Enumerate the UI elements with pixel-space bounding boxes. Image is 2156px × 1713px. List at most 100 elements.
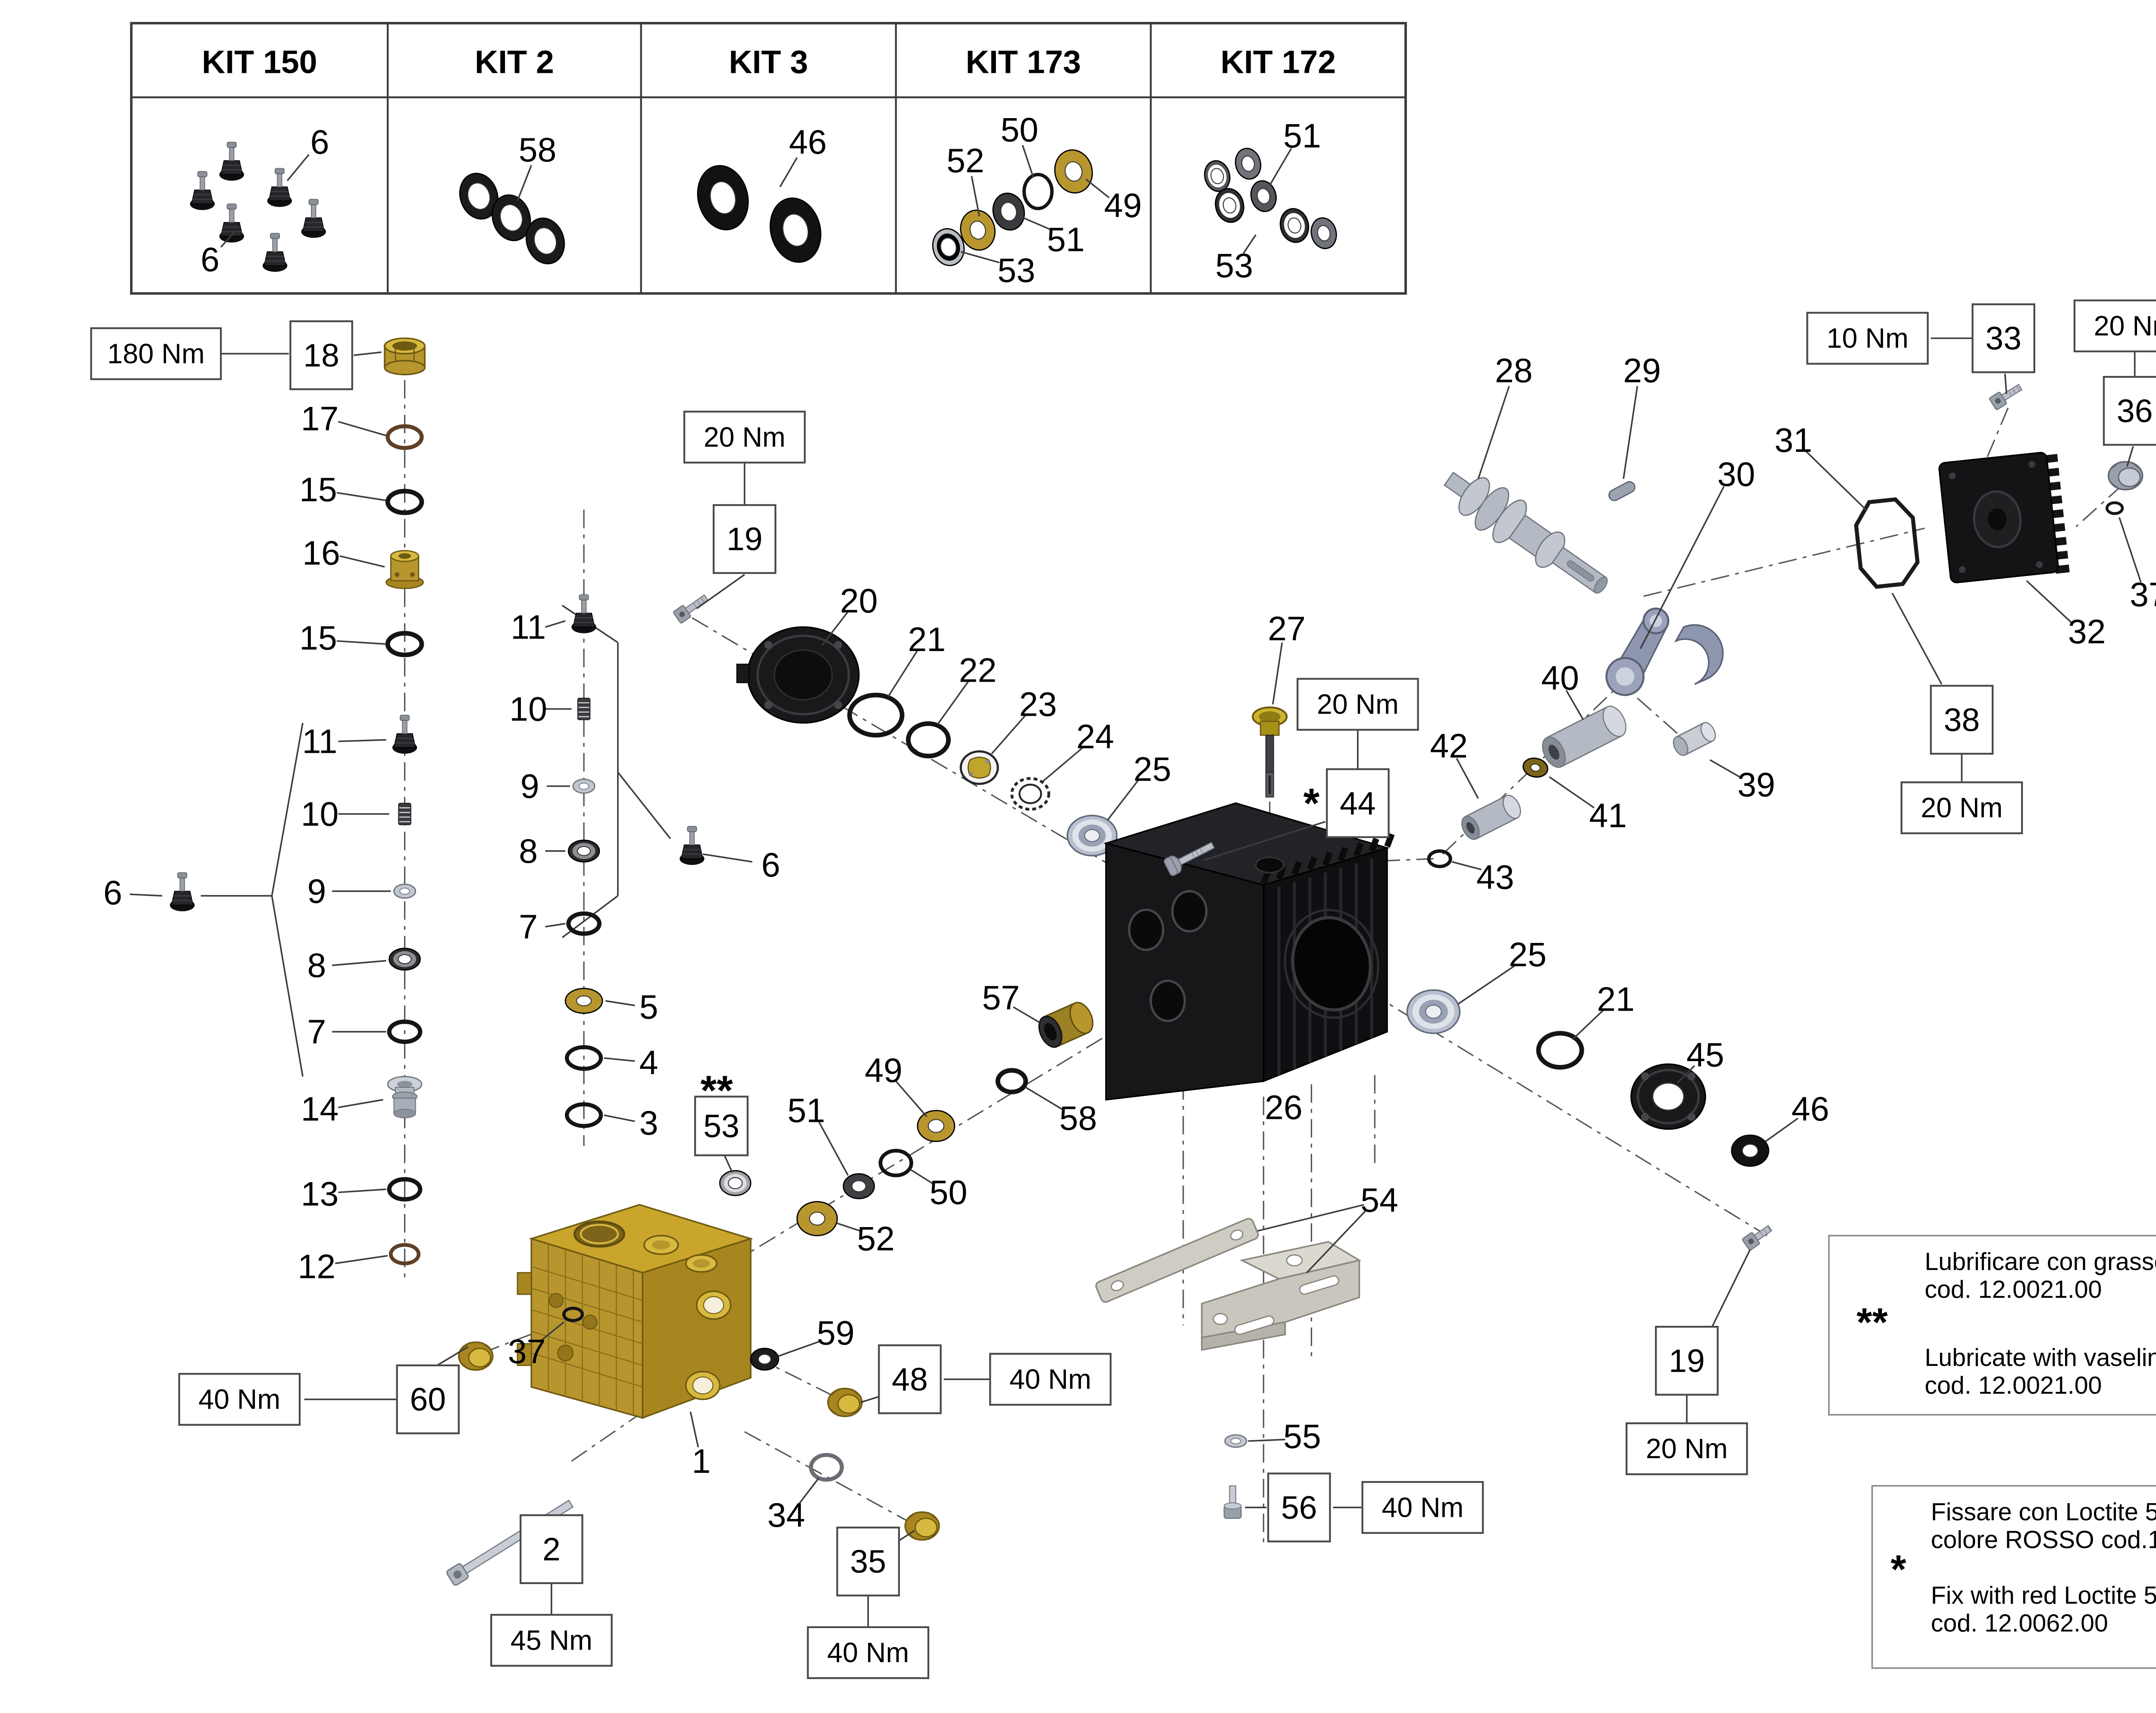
ring-hole: [577, 846, 591, 856]
part-label: 14: [301, 1090, 339, 1128]
ring-hole: [500, 204, 523, 232]
part-label: 57: [982, 979, 1020, 1017]
shape: [680, 844, 704, 859]
torque-box: [1625, 1422, 1748, 1475]
shape: [393, 733, 416, 748]
head-ear: [517, 1343, 532, 1366]
part-30-conrod: [1605, 608, 1724, 696]
part-15b-oring: [385, 631, 424, 658]
part-10-spring: [398, 802, 411, 825]
leader-line: [991, 714, 1026, 755]
part-label: 8: [519, 832, 538, 870]
shape: [197, 171, 207, 177]
oring: [385, 489, 424, 515]
cover: [1938, 452, 2070, 583]
leader-line: [1025, 1087, 1065, 1112]
conrod-shell: [1674, 624, 1724, 685]
note-text: cod. 12.0062.00: [1931, 1610, 2108, 1637]
part-label: 5: [639, 988, 658, 1026]
part-8-seal: [389, 948, 421, 971]
leader-line: [2026, 580, 2074, 625]
number-box-label: 18: [303, 337, 339, 373]
part-35-plug: [904, 1511, 940, 1541]
part-53-seal: [719, 1170, 752, 1196]
number-box: [878, 1344, 942, 1414]
leader-line: [1456, 758, 1479, 799]
number-box: [1655, 1326, 1719, 1396]
torque-box: [683, 410, 806, 464]
part-40-guide: [1542, 705, 1626, 768]
part-label: 21: [1597, 980, 1635, 1018]
part-label: 20: [840, 582, 878, 620]
torque-label: 45 Nm: [511, 1625, 592, 1656]
part-label: 24: [1076, 718, 1114, 756]
part-label: 50: [930, 1174, 968, 1212]
part-label: 52: [857, 1220, 895, 1258]
shape: [906, 1512, 938, 1540]
leader-line: [1306, 1210, 1366, 1274]
part-19-bolt: [673, 594, 709, 624]
number-box: [396, 1364, 460, 1434]
dipstick-stem: [1265, 735, 1274, 773]
leader-line: [2118, 517, 2142, 583]
ring-hole: [782, 213, 809, 247]
torque-label: 20 Nm: [1921, 792, 2003, 824]
leader-line: [335, 1255, 388, 1265]
plug-face: [837, 1394, 860, 1414]
oring: [995, 1068, 1028, 1095]
part-label: 37: [2130, 576, 2156, 614]
oring: [1427, 849, 1452, 868]
leader-line: [436, 1346, 469, 1366]
part-label: 49: [865, 1052, 903, 1090]
number-box-label: 19: [1669, 1343, 1705, 1379]
bracket-hole: [1213, 1313, 1228, 1325]
leader-line: [960, 251, 1000, 263]
shape: [2016, 385, 2020, 391]
part-45-flange: [1630, 1063, 1706, 1130]
dipstick-neck: [1260, 720, 1280, 736]
part-49-seal: [917, 1110, 956, 1142]
shape: [1069, 1002, 1094, 1034]
number-box-label: 48: [892, 1361, 928, 1397]
leader-line: [338, 739, 386, 742]
number-box-label: 2: [542, 1531, 561, 1567]
part-42-cylinder: [1461, 795, 1521, 840]
crankcase-fin: [1307, 856, 1318, 871]
shape: [191, 189, 214, 204]
note-text: Fissare con Loctite 542: [1931, 1498, 2156, 1526]
head-boss: [548, 1293, 564, 1308]
washer-hole: [399, 887, 410, 895]
leader-line: [1107, 779, 1139, 821]
part-44-bolt: [1163, 842, 1215, 876]
part-label: 39: [1737, 766, 1775, 804]
kit150-valve-2: [190, 171, 215, 210]
shape: [1649, 614, 1662, 627]
part-43-oring: [1427, 849, 1452, 868]
flange-tab: [736, 664, 750, 683]
torque-box: [1806, 312, 1929, 365]
bracket-hole: [1286, 1254, 1303, 1267]
shape: [2012, 388, 2016, 394]
oring: [878, 1149, 913, 1177]
flange-rim: [1636, 1069, 1700, 1124]
head-boss: [583, 1315, 598, 1330]
bolt-hole: [1687, 1113, 1696, 1121]
part-label: 28: [1495, 352, 1533, 390]
oring: [387, 1019, 423, 1044]
part-20-flange: [736, 626, 860, 724]
part-label: 22: [959, 651, 997, 689]
strap-hole: [1230, 1229, 1244, 1241]
kit-title: KIT 3: [729, 44, 808, 80]
bolt-hole: [1641, 1072, 1649, 1080]
leader-line: [689, 1411, 699, 1447]
number-box: [520, 1514, 583, 1584]
cam-lobe: [967, 756, 991, 779]
bracket-slot: [1234, 1315, 1275, 1335]
number-box-label: 35: [850, 1544, 886, 1580]
crankcase-bore: [1128, 908, 1165, 951]
ring-hole: [1241, 155, 1255, 172]
oring: [2105, 501, 2124, 515]
part-41-washer: [1522, 758, 1548, 778]
note-text: cod. 12.0021.00: [1925, 1372, 2102, 1399]
number-box-label: 44: [1340, 785, 1376, 821]
